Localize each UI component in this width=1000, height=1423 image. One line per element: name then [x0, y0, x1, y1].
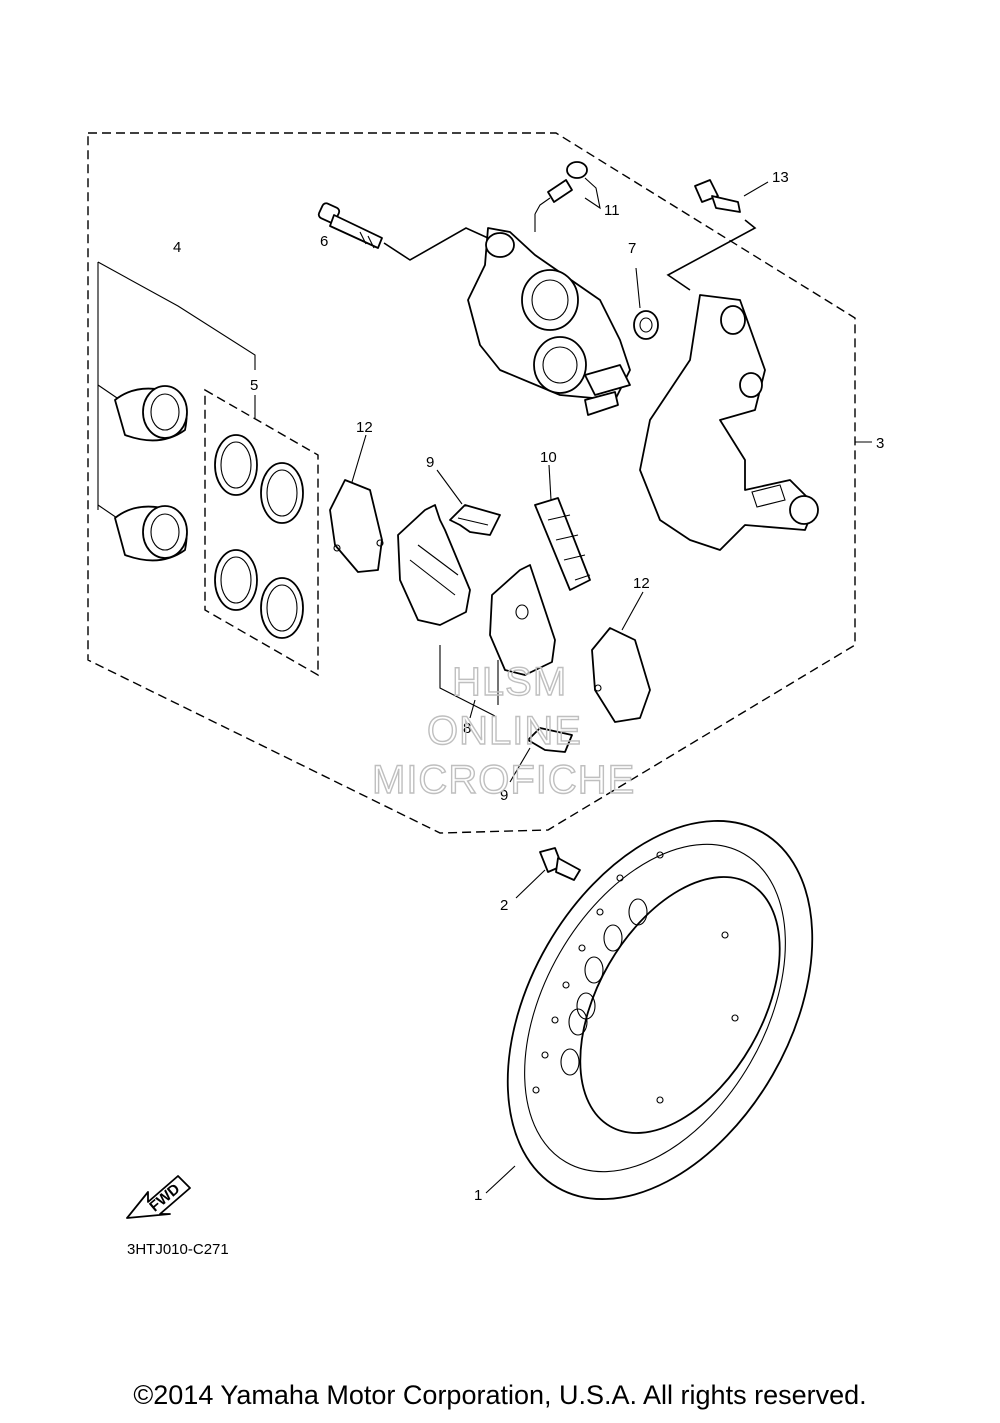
- callout-3: 3: [876, 435, 884, 452]
- callout-4: 4: [173, 239, 181, 256]
- caliper-bracket: [639, 294, 819, 551]
- callout-6: 6: [320, 233, 328, 250]
- piston-seals: [214, 434, 304, 639]
- seal-kit-boundary: [204, 388, 319, 677]
- copyright-notice: ©2014 Yamaha Motor Corporation, U.S.A. A…: [133, 1380, 867, 1410]
- callout-12-right: 12: [633, 575, 650, 592]
- callout-12-left: 12: [356, 419, 373, 436]
- brake-pad-left: [397, 504, 471, 626]
- caliper-assembly-boundary: [87, 132, 856, 834]
- caliper-body: [467, 227, 631, 416]
- callout-9-upper: 9: [426, 454, 434, 471]
- pad-spring-lower: [527, 727, 573, 753]
- watermark-line-2: ONLINE: [427, 709, 582, 753]
- callout-13: 13: [772, 169, 789, 186]
- callout-7: 7: [628, 240, 636, 257]
- pad-retainer-clip: [534, 497, 591, 591]
- pad-shim-left: [329, 479, 384, 573]
- callout-5: 5: [250, 377, 258, 394]
- pad-shim-right: [591, 627, 651, 723]
- brake-disc: [506, 820, 814, 1200]
- watermark-line-3: MICROFICHE: [372, 758, 635, 802]
- pin-boot: [633, 310, 659, 340]
- callout-11: 11: [604, 202, 620, 219]
- bracket-bolt: [694, 179, 741, 213]
- piston-group-bracket: [97, 261, 256, 510]
- callout-10: 10: [540, 449, 557, 466]
- pad-spring-upper: [449, 504, 501, 536]
- disc-bolt: [539, 847, 581, 881]
- diagram-code: 3HTJ010-C271: [127, 1241, 229, 1258]
- forward-arrow-icon: FWD: [126, 1175, 191, 1219]
- piston-upper: [114, 385, 188, 442]
- piston-lower: [114, 505, 188, 562]
- callout-9-lower: 9: [500, 787, 508, 804]
- callout-2: 2: [500, 897, 508, 914]
- brake-pad-right: [489, 564, 556, 676]
- bleed-screw: [534, 161, 588, 215]
- watermark-line-1: HLSM: [452, 660, 567, 704]
- pin-bolt: [317, 202, 383, 249]
- callout-8: 8: [463, 720, 471, 737]
- callout-1: 1: [474, 1187, 482, 1204]
